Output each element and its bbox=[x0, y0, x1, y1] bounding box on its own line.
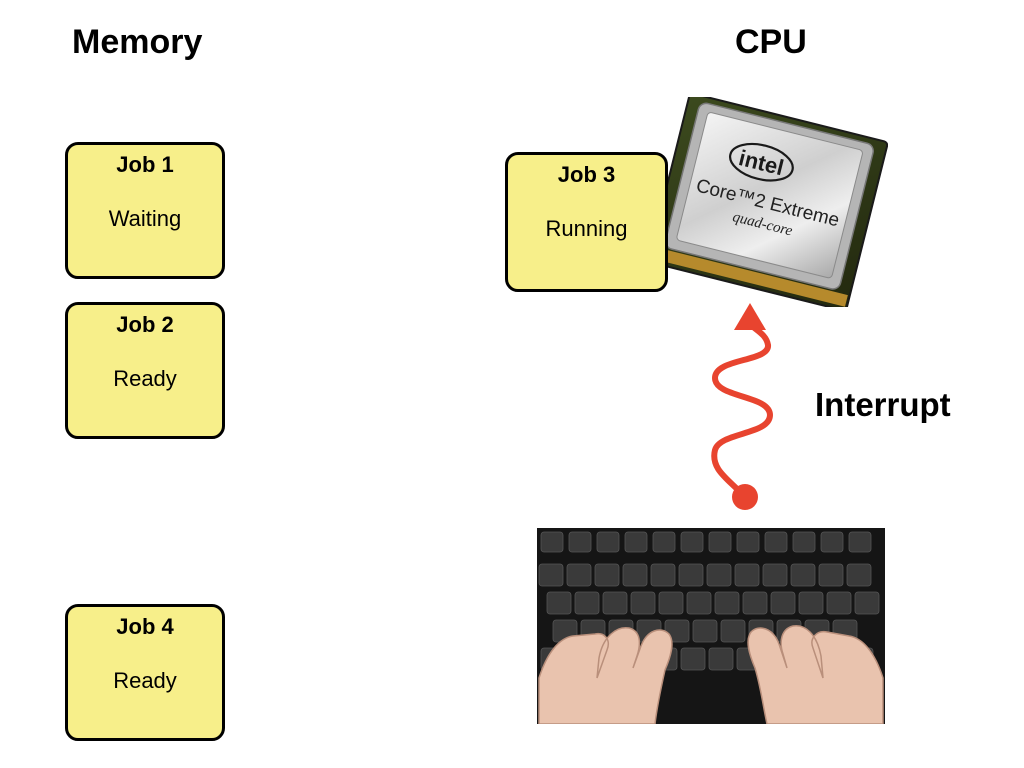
cpu-heading: CPU bbox=[735, 23, 807, 61]
keyboard-key-icon bbox=[680, 647, 706, 671]
keyboard-key-icon bbox=[596, 531, 620, 553]
keyboard-key-icon bbox=[742, 591, 768, 615]
keyboard-key-icon bbox=[820, 531, 844, 553]
job-4-card: Job 4 Ready bbox=[65, 604, 225, 741]
keyboard-key-icon bbox=[764, 531, 788, 553]
keyboard-key-icon bbox=[708, 647, 734, 671]
keyboard-key-icon bbox=[574, 591, 600, 615]
job-state: Ready bbox=[113, 366, 177, 391]
memory-heading: Memory bbox=[72, 23, 203, 61]
job-title: Job 3 bbox=[557, 162, 616, 187]
keyboard-key-icon bbox=[692, 619, 718, 643]
keyboard-key-icon bbox=[538, 563, 564, 587]
keyboard-key-icon bbox=[686, 591, 712, 615]
job-state: Waiting bbox=[108, 206, 182, 231]
keyboard-key-icon bbox=[848, 531, 872, 553]
keyboard-key-icon bbox=[854, 591, 880, 615]
keyboard-key-icon bbox=[602, 591, 628, 615]
keyboard-key-icon bbox=[594, 563, 620, 587]
keyboard-key-icon bbox=[846, 563, 872, 587]
keyboard-key-icon bbox=[652, 531, 676, 553]
interrupt-source-dot bbox=[732, 484, 758, 510]
keyboard-key-icon bbox=[826, 591, 852, 615]
cpu-chip-image: intel Core™2 Extreme quad-core bbox=[648, 97, 888, 307]
keyboard-key-icon bbox=[706, 563, 732, 587]
keyboard-key-icon bbox=[546, 591, 572, 615]
keyboard-key-icon bbox=[792, 531, 816, 553]
keyboard-with-hands-image bbox=[537, 528, 885, 724]
hands-icon bbox=[538, 625, 884, 724]
keyboard-key-icon bbox=[736, 531, 760, 553]
job-title: Job 1 bbox=[116, 152, 174, 177]
interrupt-squiggle bbox=[711, 319, 774, 500]
keyboard-key-icon bbox=[790, 563, 816, 587]
keyboard-key-icon bbox=[720, 619, 746, 643]
keyboard-key-icon bbox=[798, 591, 824, 615]
job-1-card: Job 1 Waiting bbox=[65, 142, 225, 279]
keyboard-key-icon bbox=[622, 563, 648, 587]
keyboard-key-icon bbox=[650, 563, 676, 587]
arrow-head-icon bbox=[734, 303, 766, 330]
keyboard-key-icon bbox=[770, 591, 796, 615]
keyboard-key-icon bbox=[762, 563, 788, 587]
keyboard-key-icon bbox=[708, 531, 732, 553]
keyboard-key-icon bbox=[540, 531, 564, 553]
job-2-card: Job 2 Ready bbox=[65, 302, 225, 439]
keyboard-key-icon bbox=[630, 591, 656, 615]
interrupt-label: Interrupt bbox=[815, 386, 951, 423]
job-title: Job 2 bbox=[116, 312, 174, 337]
keyboard-key-icon bbox=[566, 563, 592, 587]
keyboard-key-icon bbox=[680, 531, 704, 553]
keyboard-key-icon bbox=[658, 591, 684, 615]
keyboard-key-icon bbox=[678, 563, 704, 587]
keyboard-key-icon bbox=[568, 531, 592, 553]
keyboard-key-icon bbox=[818, 563, 844, 587]
job-state: Ready bbox=[113, 668, 177, 693]
keyboard-key-icon bbox=[714, 591, 740, 615]
interrupt-arrow bbox=[711, 303, 774, 510]
keyboard-key-icon bbox=[624, 531, 648, 553]
keyboard-key-icon bbox=[734, 563, 760, 587]
job-3-card: Job 3 Running bbox=[505, 152, 668, 292]
job-title: Job 4 bbox=[116, 614, 174, 639]
job-state: Running bbox=[545, 216, 628, 241]
intel-logo-icon bbox=[729, 142, 794, 182]
